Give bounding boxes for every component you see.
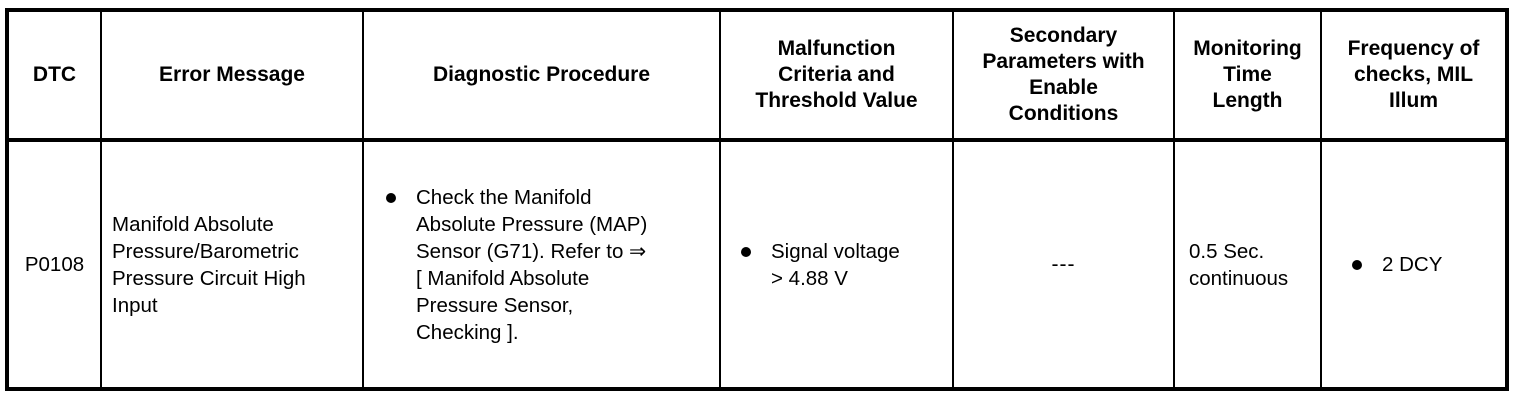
frequency-checks-bullet-item: 2 DCY [1348, 251, 1495, 278]
malfunction-criteria-bullet-item: Signal voltage > 4.88 V [737, 238, 942, 292]
cell-error-message: Manifold Absolute Pressure/Barometric Pr… [100, 140, 364, 389]
monitoring-time-text: 0.5 Sec. continuous [1189, 239, 1289, 290]
cell-malfunction-criteria: Signal voltage > 4.88 V [719, 140, 954, 389]
error-message-text-wrap: Manifold Absolute Pressure/Barometric Pr… [102, 211, 362, 319]
cell-frequency-checks: 2 DCY [1320, 140, 1508, 389]
cell-secondary-parameters: --- [952, 140, 1175, 389]
column-header-dtc: DTC [6, 10, 102, 142]
column-header-monitoring-time: Monitoring Time Length [1173, 10, 1322, 142]
dtc-code: P0108 [24, 253, 85, 276]
monitoring-time-wrap: 0.5 Sec. continuous [1175, 238, 1320, 292]
column-header-secondary-parameters-label: Secondary Parameters with Enable Conditi… [982, 24, 1145, 125]
bullet-icon [386, 192, 396, 203]
malfunction-criteria-wrap: Signal voltage > 4.88 V [721, 238, 952, 292]
diagnostic-procedure-text: Check the Manifold Absolute Pressure (MA… [416, 185, 648, 344]
column-header-monitoring-time-label: Monitoring Time Length [1193, 37, 1302, 112]
column-header-malfunction-criteria-label: Malfunction Criteria and Threshold Value [755, 37, 918, 112]
column-header-error-message-label: Error Message [159, 63, 305, 86]
frequency-checks-text: 2 DCY [1382, 253, 1443, 276]
dtc-diagnostics-table: DTC Error Message Diagnostic Procedure M… [5, 8, 1509, 391]
column-header-malfunction-criteria: Malfunction Criteria and Threshold Value [719, 10, 954, 142]
cell-diagnostic-procedure: Check the Manifold Absolute Pressure (MA… [362, 140, 721, 389]
column-header-diagnostic-procedure: Diagnostic Procedure [362, 10, 721, 142]
cell-monitoring-time: 0.5 Sec. continuous [1173, 140, 1322, 389]
table-header-row: DTC Error Message Diagnostic Procedure M… [6, 10, 1508, 142]
cell-dtc: P0108 [6, 140, 102, 389]
secondary-parameters-wrap: --- [954, 251, 1173, 278]
column-header-frequency-checks-label: Frequency of checks, MIL Illum [1347, 37, 1480, 112]
diagnostic-procedure-wrap: Check the Manifold Absolute Pressure (MA… [364, 184, 719, 346]
column-header-frequency-checks: Frequency of checks, MIL Illum [1320, 10, 1508, 142]
column-header-diagnostic-procedure-label: Diagnostic Procedure [432, 63, 651, 86]
bullet-icon [1352, 260, 1362, 270]
malfunction-criteria-text: Signal voltage > 4.88 V [771, 239, 900, 290]
error-message-text: Manifold Absolute Pressure/Barometric Pr… [112, 212, 306, 317]
column-header-secondary-parameters: Secondary Parameters with Enable Conditi… [952, 10, 1175, 142]
secondary-parameters-text: --- [1051, 253, 1076, 276]
diagnostic-procedure-bullet-item: Check the Manifold Absolute Pressure (MA… [382, 184, 711, 346]
bullet-icon [741, 246, 751, 257]
column-header-error-message: Error Message [100, 10, 364, 142]
table-row: P0108 Manifold Absolute Pressure/Baromet… [6, 140, 1508, 389]
column-header-dtc-label: DTC [32, 63, 77, 86]
frequency-checks-wrap: 2 DCY [1322, 251, 1505, 278]
